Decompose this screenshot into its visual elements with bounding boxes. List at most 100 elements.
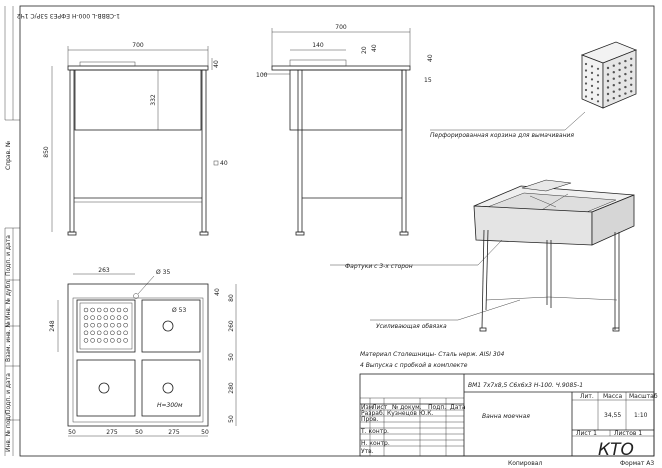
tb-col-izm: Изм bbox=[361, 404, 373, 411]
side-leg-right bbox=[401, 69, 407, 233]
perforation-hole bbox=[90, 322, 95, 328]
tb-sheets: Листов 1 bbox=[614, 430, 642, 437]
tb-col-sign: Подп. bbox=[428, 404, 446, 411]
side-dim-3: 20 bbox=[361, 46, 368, 54]
perforation-hole bbox=[96, 307, 102, 313]
tb-person-1: Кузнецов Ю.К. bbox=[387, 410, 433, 417]
perforation-hole bbox=[90, 330, 95, 336]
basket-hole bbox=[584, 62, 588, 66]
basket-hole bbox=[606, 86, 610, 89]
basket-callout: Перфорированная корзина для вымачивания bbox=[430, 132, 574, 139]
side-dim-7: 15 bbox=[424, 77, 432, 84]
front-leg-left bbox=[69, 69, 75, 233]
basket-hole bbox=[612, 84, 615, 87]
tb-lit: Лит. bbox=[580, 393, 594, 400]
perforation-hole bbox=[110, 338, 115, 343]
side-dim-6: 100 bbox=[256, 72, 268, 79]
basket-hole bbox=[584, 82, 588, 85]
tb-name: Ванна моечная bbox=[482, 413, 530, 420]
perforation-hole bbox=[103, 315, 109, 320]
tb-role-6: Утв. bbox=[361, 448, 374, 455]
perforation-hole bbox=[116, 322, 122, 328]
perforation-hole bbox=[96, 338, 102, 343]
front-dim-1: 700 bbox=[132, 42, 144, 49]
basin-1 bbox=[76, 299, 136, 353]
basket-hole bbox=[624, 66, 627, 69]
perforation-hole bbox=[110, 322, 115, 328]
basket-hole bbox=[596, 74, 600, 77]
basket-hole bbox=[606, 73, 610, 76]
basket-hole bbox=[606, 79, 610, 83]
basket-hole bbox=[596, 87, 600, 90]
basket-hole bbox=[590, 65, 594, 68]
plan-dim-40: 40 bbox=[214, 288, 221, 296]
basket-hole bbox=[630, 83, 633, 87]
tb-role-3: Т. контр. bbox=[360, 428, 389, 435]
side-worktop bbox=[271, 65, 411, 71]
plan-dim-b2: 275 bbox=[106, 429, 118, 436]
outlets-note: 4 Выпуска с пробкой в комплекте bbox=[360, 362, 468, 369]
basket-hole bbox=[590, 71, 594, 74]
basket-hole bbox=[612, 77, 615, 80]
perforation-hole bbox=[103, 338, 109, 343]
tb-scale-h: Масштаб bbox=[629, 393, 658, 400]
perforation-hole bbox=[123, 338, 128, 343]
basket-hole bbox=[624, 92, 627, 95]
basket-drawing bbox=[580, 41, 638, 109]
tb-designation: ВМ1 7x7x8,5 С6x6x3 Н-100. Ч.9085-1 bbox=[468, 382, 583, 389]
perforation-hole bbox=[83, 315, 89, 320]
tb-role-5: Н. контр. bbox=[361, 440, 390, 447]
tb-org: КТО bbox=[598, 440, 634, 460]
tb-role-1: Разраб. bbox=[361, 410, 385, 417]
outer-frame bbox=[19, 5, 655, 457]
perforation-hole bbox=[90, 315, 95, 320]
basket-hole bbox=[618, 62, 621, 65]
tb-sheet: Лист 1 bbox=[576, 430, 597, 437]
basket-hole bbox=[612, 64, 615, 67]
basin-2 bbox=[141, 299, 201, 353]
material-note: Материал Столешницы- Сталь нерж. AISI 30… bbox=[360, 351, 505, 358]
footer-format: Формат А3 bbox=[620, 460, 654, 467]
perforation-hole bbox=[90, 338, 95, 343]
top-stamp: 1-СВВВ-L 000-Н ЕФРЕЗ 53Р/С 1Ч2 bbox=[17, 12, 120, 19]
basket-hole bbox=[596, 100, 600, 103]
basket-hole bbox=[596, 80, 600, 83]
tb-scale: 1:10 bbox=[634, 412, 648, 419]
perforation-hole bbox=[103, 307, 109, 313]
plan-dim-d35: Ø 35 bbox=[156, 269, 170, 276]
plan-dim-50b: 50 bbox=[228, 415, 235, 423]
perforation-hole bbox=[110, 307, 115, 313]
basket-hole bbox=[624, 59, 627, 63]
basket-hole bbox=[630, 70, 633, 74]
front-worktop bbox=[67, 65, 209, 71]
perforation-hole bbox=[83, 307, 89, 313]
perforation-hole bbox=[116, 315, 122, 320]
tb-col-doc: № докум. bbox=[392, 404, 422, 411]
strapping-callout: Усиливающая обвязка bbox=[376, 323, 447, 330]
margin-label-6: Справ. № bbox=[5, 141, 12, 170]
tb-mass: 34,55 bbox=[604, 412, 621, 419]
basket-hole bbox=[618, 68, 621, 72]
sink-iso-drawing bbox=[473, 179, 635, 332]
perforation-hole bbox=[96, 322, 102, 328]
front-dim-5: 40 bbox=[220, 160, 228, 167]
front-leg-right bbox=[201, 69, 207, 233]
basket-hole bbox=[618, 75, 621, 78]
plan-dim-b1: 50 bbox=[68, 429, 76, 436]
basket-hole bbox=[612, 97, 615, 100]
basket-hole bbox=[606, 92, 610, 96]
basin-3 bbox=[76, 359, 136, 417]
plan-dim-b3: 50 bbox=[135, 429, 143, 436]
front-basin bbox=[74, 69, 202, 131]
plan-dim-d53: Ø 53 bbox=[172, 307, 186, 314]
plan-dim-50a: 50 bbox=[228, 353, 235, 361]
drain-2 bbox=[162, 320, 174, 332]
perforation-hole bbox=[116, 307, 122, 313]
basin-4 bbox=[141, 359, 201, 417]
perforation-hole bbox=[103, 322, 109, 328]
basket-hole bbox=[630, 90, 633, 93]
front-view: 700 850 332 40 40 bbox=[43, 42, 228, 236]
plan-dim-263: 263 bbox=[98, 267, 110, 274]
basket-hole bbox=[596, 93, 600, 96]
